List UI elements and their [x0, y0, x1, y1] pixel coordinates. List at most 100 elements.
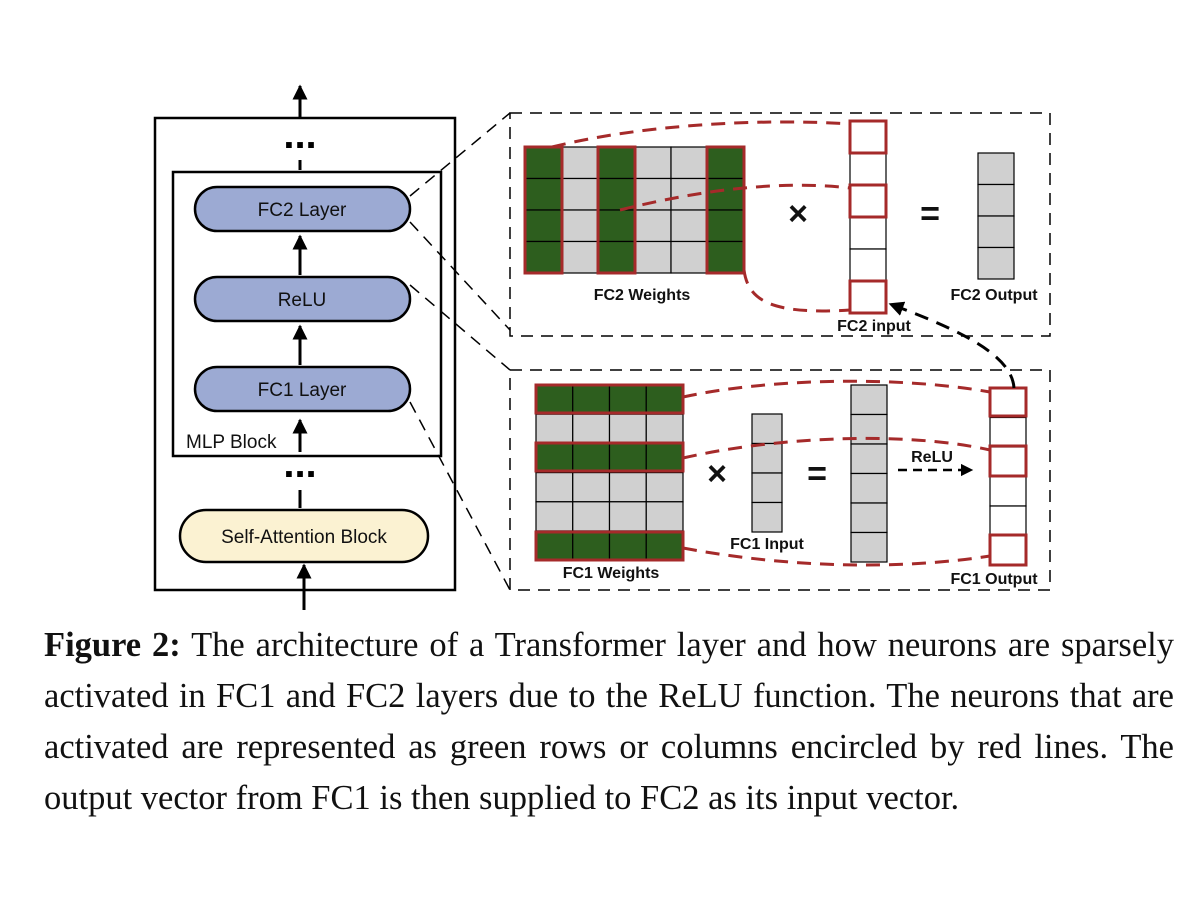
relu-label: ReLU — [278, 290, 327, 311]
fc2-times: × — [788, 195, 808, 233]
fc2-weight-cell — [706, 209, 745, 243]
fc1-output-label: FC1 Output — [950, 571, 1038, 588]
fc1-active-row-6 — [534, 530, 685, 562]
fc1-weight-cell — [608, 472, 647, 503]
fc1-output-vector — [989, 387, 1027, 566]
fc2-weight-cell — [633, 146, 672, 180]
fc2-layer-label: FC2 Layer — [258, 200, 347, 221]
fc1-output-cell — [989, 475, 1027, 507]
fc2-weight-cell — [560, 209, 599, 243]
fc1-input-cell — [751, 472, 783, 504]
fc2-input-cell — [849, 184, 887, 218]
fc1-weight-cell — [572, 530, 611, 561]
fc1-times: × — [707, 455, 727, 493]
fc2-input-active-3 — [848, 183, 888, 219]
fc1-weight-cell — [645, 530, 684, 561]
fc1-input-vector — [751, 413, 783, 533]
fc1-weight-cell — [572, 413, 611, 445]
figure-label: Figure 2: — [44, 626, 181, 664]
fc2-weight-cell — [560, 177, 599, 211]
fc2-input-cell — [849, 248, 887, 282]
fc2-input-vector — [849, 120, 887, 314]
fc2-active-col-3 — [596, 145, 637, 275]
transformer-layer: ... MLP Block FC2 Layer ReLU FC1 Layer .… — [153, 84, 457, 610]
fc1-preact-cell — [850, 472, 888, 504]
zoom-connectors — [409, 112, 511, 591]
fc2-weight-cell — [706, 240, 745, 274]
fc1-input-label: FC1 Input — [730, 536, 804, 553]
fc1-output-cell — [989, 387, 1027, 419]
fc2-equals: = — [920, 195, 940, 233]
fc1-output-cell — [989, 534, 1027, 566]
fc2-output-cell — [977, 215, 1015, 249]
fc2-weight-cell — [560, 146, 599, 180]
fc2-layer-pill — [193, 185, 412, 233]
fc2-weight-cell — [670, 240, 709, 274]
fc2-output-cell — [977, 246, 1015, 280]
fc2-weight-cell — [597, 240, 636, 274]
fc2-weight-cell — [597, 209, 636, 243]
fc2-weight-cell — [524, 177, 563, 211]
fc2-weight-cell — [524, 146, 563, 180]
fc2-input-cell — [849, 280, 887, 314]
mlp-block-frame — [171, 170, 443, 458]
fc1-weight-cell — [535, 472, 574, 503]
fc1-weight-cell — [645, 442, 684, 474]
fc1-weight-cell — [608, 530, 647, 561]
fc2-weight-cell — [633, 177, 672, 211]
transformer-diagram: ... MLP Block FC2 Layer ReLU FC1 Layer .… — [153, 84, 1051, 610]
fc1-weight-cell — [572, 442, 611, 474]
fc1-weight-cell — [608, 384, 647, 415]
fc2-input-cell — [849, 152, 887, 186]
caption-text: The architecture of a Transformer layer … — [44, 626, 1175, 817]
relu-pill — [193, 275, 412, 323]
mlp-block-label: MLP Block — [186, 432, 277, 453]
fc1-preact-cell — [850, 502, 888, 534]
fc1-active-row-1 — [534, 383, 685, 415]
fc1-equals: = — [807, 455, 827, 493]
fc2-input-cell — [849, 216, 887, 250]
fc2-weight-cell — [706, 146, 745, 180]
fc1-to-fc2-arrow — [888, 301, 1016, 389]
fc2-active-col-1 — [523, 145, 564, 275]
fc2-input-label: FC2 input — [837, 318, 911, 335]
fc1-weight-cell — [535, 384, 574, 415]
fc1-weights-label: FC1 Weights — [563, 565, 660, 582]
fc1-layer-label: FC1 Layer — [258, 380, 347, 401]
figure-caption: Figure 2: The architecture of a Transfor… — [44, 620, 1174, 824]
fc2-detail: FC2 Weights × FC2 input = FC2 Output — [509, 112, 1051, 337]
fc1-weight-cell — [645, 501, 684, 532]
top-ellipsis: ... — [283, 113, 316, 157]
fc1-output-active-6 — [988, 533, 1028, 567]
fc1-weight-cell — [645, 384, 684, 415]
fc1-preact-cell — [850, 443, 888, 475]
fc1-layer-pill — [193, 365, 412, 413]
fc2-weight-cell — [670, 146, 709, 180]
fc1-output-active-1 — [988, 386, 1028, 418]
fc2-output-cell — [977, 183, 1015, 217]
fc2-output-vector — [977, 152, 1015, 280]
fc2-active-col-6 — [705, 145, 746, 275]
fc1-output-cell — [989, 446, 1027, 478]
fc1-input-cell — [751, 413, 783, 445]
fc1-detail: FC1 Weights × FC1 Input = ReLU FC1 Outpu… — [509, 369, 1051, 591]
fc1-weight-cell — [535, 530, 574, 561]
fc1-weight-cell — [535, 442, 574, 474]
fc1-relu-label: ReLU — [911, 449, 953, 466]
fc1-output-active-3 — [988, 444, 1028, 478]
fc2-weight-cell — [560, 240, 599, 274]
fc1-weight-cell — [572, 501, 611, 532]
fc1-weight-cell — [608, 442, 647, 474]
fc2-weight-cell — [597, 146, 636, 180]
fc2-weights-matrix — [524, 146, 745, 274]
fc2-detail-frame — [509, 112, 1051, 337]
fc1-weight-cell — [645, 413, 684, 445]
fc1-detail-frame — [509, 369, 1051, 591]
fc1-output-cell — [989, 505, 1027, 537]
fc1-weight-cell — [572, 384, 611, 415]
fc1-preact-cell — [850, 531, 888, 563]
fc2-output-cell — [977, 152, 1015, 186]
fc1-weight-cell — [608, 413, 647, 445]
fc2-weights-label: FC2 Weights — [594, 287, 691, 304]
fc2-weight-cell — [524, 209, 563, 243]
